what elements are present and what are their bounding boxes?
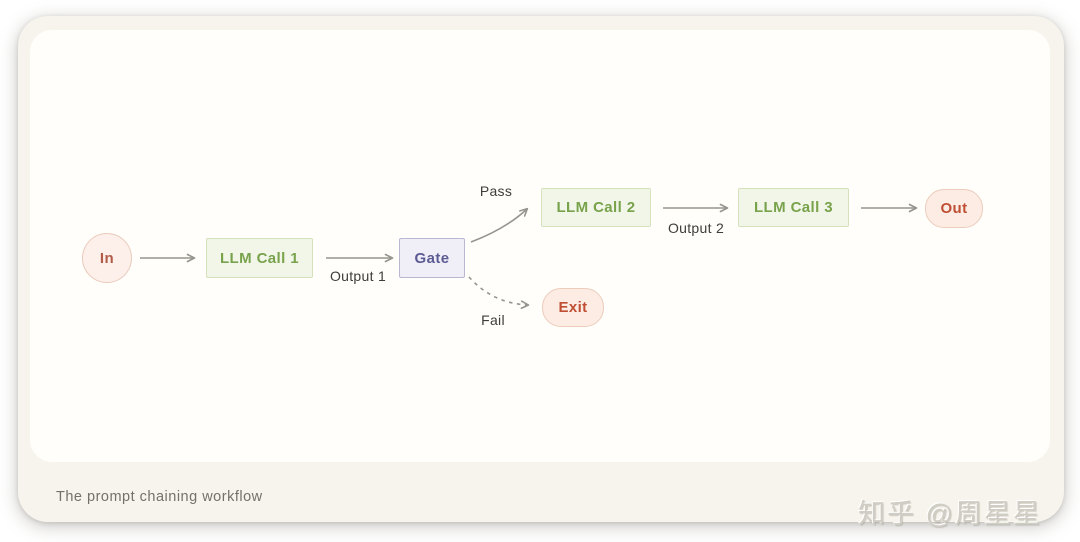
watermark-text: 知乎 @周星星 (858, 499, 1042, 529)
diagram-caption: The prompt chaining workflow (56, 489, 263, 505)
node-llm3: LLM Call 3 (738, 188, 849, 227)
edge-label-fail: Fail (481, 312, 505, 328)
edge-gate-to-exit (468, 276, 530, 310)
edge-label-output-2: Output 2 (667, 220, 725, 236)
node-out: Out (925, 189, 983, 228)
node-llm1: LLM Call 1 (206, 238, 313, 278)
node-llm2: LLM Call 2 (541, 188, 651, 227)
diagram-panel (30, 30, 1050, 462)
edge-label-output-1: Output 1 (329, 268, 387, 284)
node-exit: Exit (542, 288, 604, 327)
node-in: In (82, 233, 132, 283)
node-gate: Gate (399, 238, 465, 278)
edge-label-pass: Pass (479, 183, 513, 199)
workflow-card: The prompt chaining workflow 知乎 @周星星 (18, 16, 1064, 529)
edge-gate-to-llm2 (470, 207, 529, 243)
